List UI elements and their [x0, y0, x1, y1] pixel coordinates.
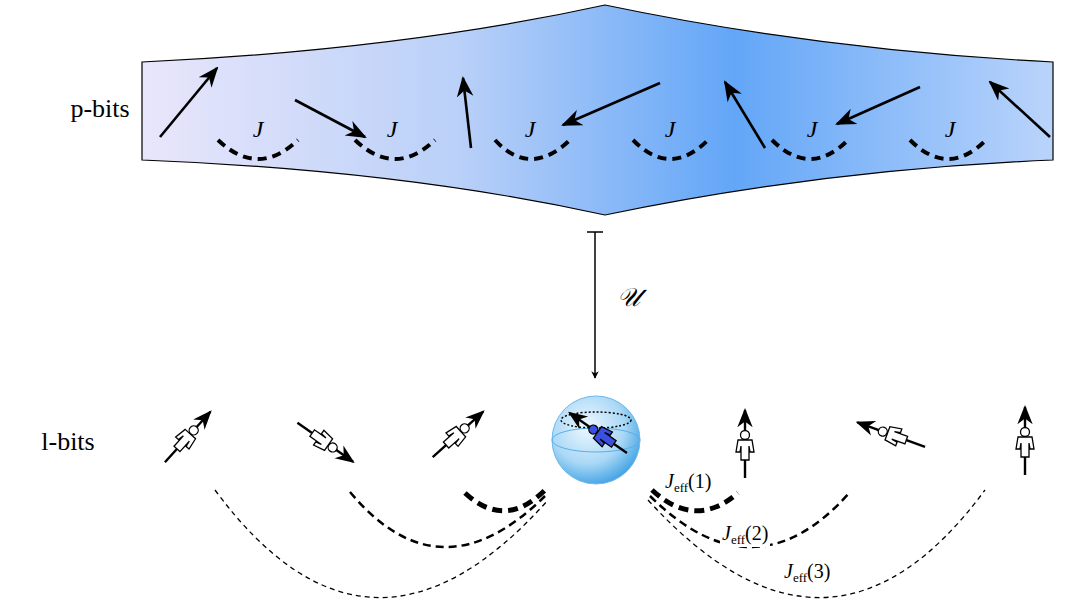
coupling-label: J	[387, 116, 398, 142]
bloch-sphere	[552, 396, 640, 484]
coupling-label: J	[525, 116, 536, 142]
coupling-label: J	[807, 116, 818, 142]
coupling-label: Jeff(1)	[663, 470, 713, 495]
effective-coupling-arcs	[215, 490, 985, 598]
coupling-arcs	[218, 140, 986, 159]
coupling-label: J	[253, 116, 264, 142]
coupling-label: Jeff(2)	[720, 522, 770, 547]
spin-arrows	[160, 68, 1050, 148]
coupling-label: J	[945, 116, 956, 142]
p-bit-band: p-bitsJJJJJJ	[142, 5, 1053, 215]
p-bit-band	[142, 5, 1053, 215]
unitary-arrow	[587, 232, 603, 378]
row-label: l-bits	[41, 428, 94, 457]
coupling-label: Jeff(3)	[782, 560, 832, 585]
row-label: p-bits	[70, 95, 129, 124]
operator-label: 𝒰	[617, 284, 640, 313]
coupling-label: J	[665, 116, 676, 142]
